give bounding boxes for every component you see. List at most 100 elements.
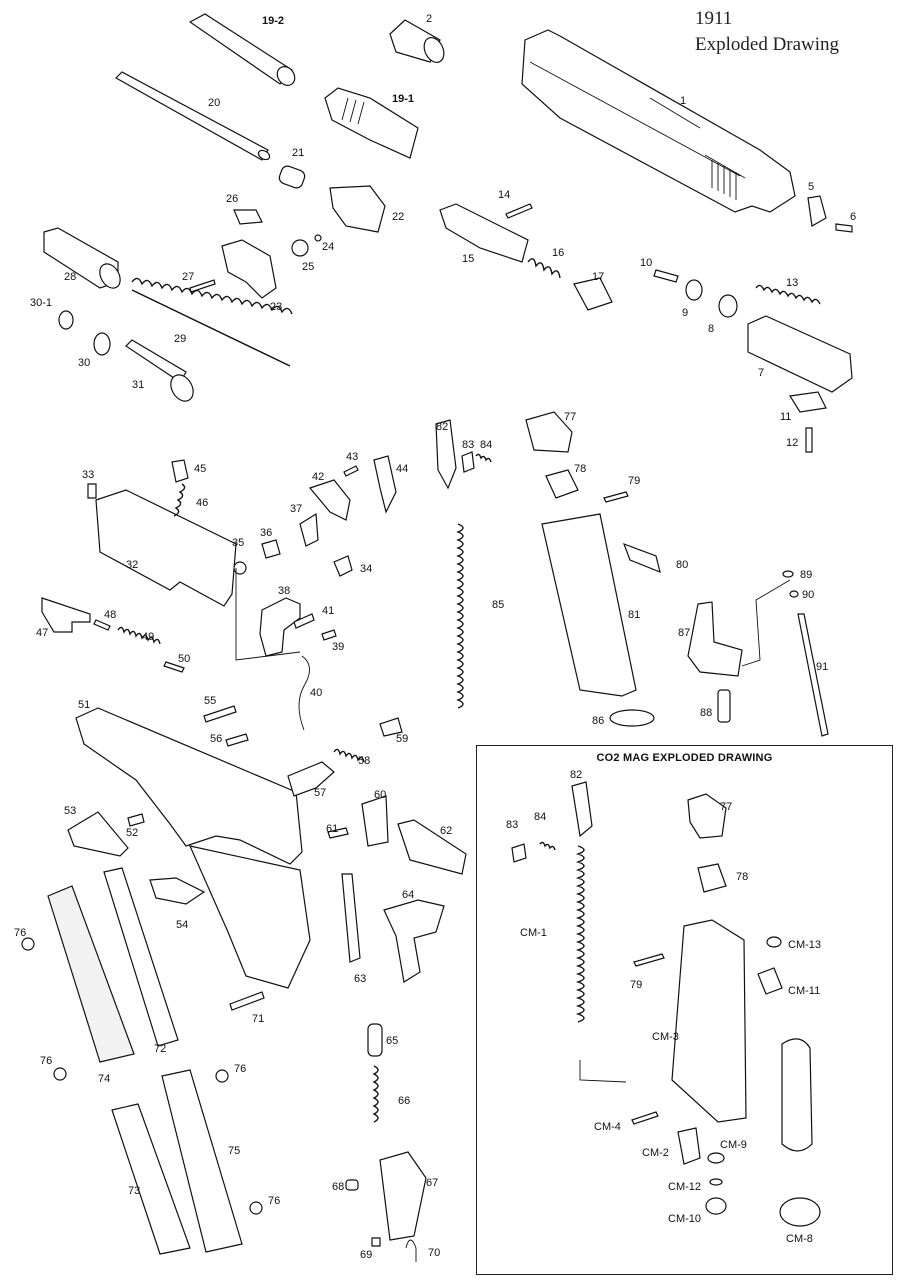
label-p65: 65 (386, 1035, 398, 1047)
pin-71-part (229, 991, 265, 1011)
pin-69-part (371, 1237, 381, 1247)
barrel-bushing-part (389, 19, 445, 63)
label-p40: 40 (310, 687, 322, 699)
label-p2: 2 (426, 13, 432, 25)
label-p59: 59 (396, 733, 408, 745)
co2-part-cm2 (677, 1127, 701, 1165)
mainspring-strut-part (298, 655, 310, 731)
part-labels: 1 2 19-2 19-1 20 21 22 23 24 25 26 27 28… (14, 13, 856, 1261)
grip-74-part (47, 885, 135, 1063)
valve-80-part (622, 542, 661, 573)
recoil-guide-rod-part (125, 339, 194, 402)
spring-13-part (755, 284, 821, 305)
label-p32: 32 (126, 559, 138, 571)
label-p5: 5 (808, 181, 814, 193)
title-subtitle: Exploded Drawing (695, 34, 840, 55)
label-p27: 27 (182, 271, 194, 283)
label-p29: 29 (174, 333, 186, 345)
label-p76a: 76 (14, 927, 26, 939)
part-37 (299, 512, 319, 547)
label-p76b: 76 (40, 1055, 52, 1067)
label-cCM9: CM-9 (720, 1139, 747, 1151)
co2-part-cm9 (707, 1152, 725, 1164)
label-p25: 25 (302, 261, 314, 273)
spring-35-part (233, 561, 247, 575)
magazine-lip-77-part (525, 411, 573, 453)
co2-follower-82-part (571, 781, 593, 838)
hop-adjust-pin-part (314, 234, 322, 242)
mainspring-66-part (372, 1065, 379, 1123)
hop-adjust-wheel-part (291, 239, 309, 257)
label-p71: 71 (252, 1013, 264, 1025)
frame-51-part (75, 707, 303, 865)
pin-36-part (261, 539, 281, 559)
label-p82: 82 (436, 421, 448, 433)
label-p31: 31 (132, 379, 144, 391)
label-c79: 79 (630, 979, 642, 991)
spring-46-part (173, 483, 186, 517)
label-p84: 84 (480, 439, 492, 451)
label-p78: 78 (574, 463, 586, 475)
part-83 (461, 451, 475, 473)
part-78 (545, 469, 579, 499)
pin-39-part (321, 629, 337, 641)
label-p30_1: 30-1 (30, 297, 52, 309)
pin-61-part (327, 827, 349, 839)
part-57 (287, 761, 335, 797)
magazine-spring-85-part (456, 523, 464, 709)
grip-screw-76b-part (53, 1067, 67, 1081)
label-p66: 66 (398, 1095, 410, 1107)
part-42 (308, 479, 351, 521)
part-88 (717, 689, 731, 723)
part-64 (383, 899, 445, 983)
label-p76c: 76 (234, 1063, 246, 1075)
pin-14-part (505, 203, 533, 219)
label-cCM8: CM-8 (786, 1233, 813, 1245)
label-p83: 83 (462, 439, 474, 451)
label-p76d: 76 (268, 1195, 280, 1207)
label-p39: 39 (332, 641, 344, 653)
label-p42: 42 (312, 471, 324, 483)
spring-84-part (475, 453, 492, 463)
drawing-title: 1911 Exploded Drawing (695, 6, 839, 58)
inner-barrel-assembly-part (324, 87, 419, 159)
co2-spring-84-part (539, 841, 556, 851)
label-cCM11: CM-11 (788, 985, 820, 997)
label-c83: 83 (506, 819, 518, 831)
pin-55-part (203, 705, 237, 723)
sear-spring-63-part (341, 873, 361, 963)
label-cCM4: CM-4 (594, 1121, 621, 1133)
screw-10-part (653, 269, 679, 283)
label-p63: 63 (354, 973, 366, 985)
recoil-spring-part (131, 277, 293, 367)
label-p48: 48 (104, 609, 116, 621)
label-p19_2: 19-2 (262, 15, 284, 27)
co2-mag-panel: CO2 MAG EXPLODED DRAWING (476, 745, 893, 1275)
screw-52-part (127, 813, 145, 827)
label-c84: 84 (534, 811, 546, 823)
grip-screw-76a-part (21, 937, 35, 951)
label-p35: 35 (232, 537, 244, 549)
label-p75: 75 (228, 1145, 240, 1157)
washer-30-1-part (58, 310, 74, 330)
co2-part-cm10 (705, 1197, 727, 1215)
label-p70: 70 (428, 1247, 440, 1259)
label-p7: 7 (758, 367, 764, 379)
label-p33: 33 (82, 469, 94, 481)
washer-30-part (93, 332, 111, 356)
label-p73: 73 (128, 1185, 140, 1197)
co2-cap-cm8-part (779, 1197, 821, 1227)
label-p19_1: 19-1 (392, 93, 414, 105)
label-p52: 52 (126, 827, 138, 839)
label-p49: 49 (142, 631, 154, 643)
slide-part (521, 29, 796, 213)
label-p21: 21 (292, 147, 304, 159)
oring-89-part (782, 570, 794, 578)
nozzle-valve-part (573, 277, 613, 311)
label-p64: 64 (402, 889, 414, 901)
oring-86-part (609, 709, 655, 727)
rear-sight-part (807, 195, 827, 227)
label-p37: 37 (290, 503, 302, 515)
part-60 (361, 795, 389, 847)
label-p17: 17 (592, 271, 604, 283)
